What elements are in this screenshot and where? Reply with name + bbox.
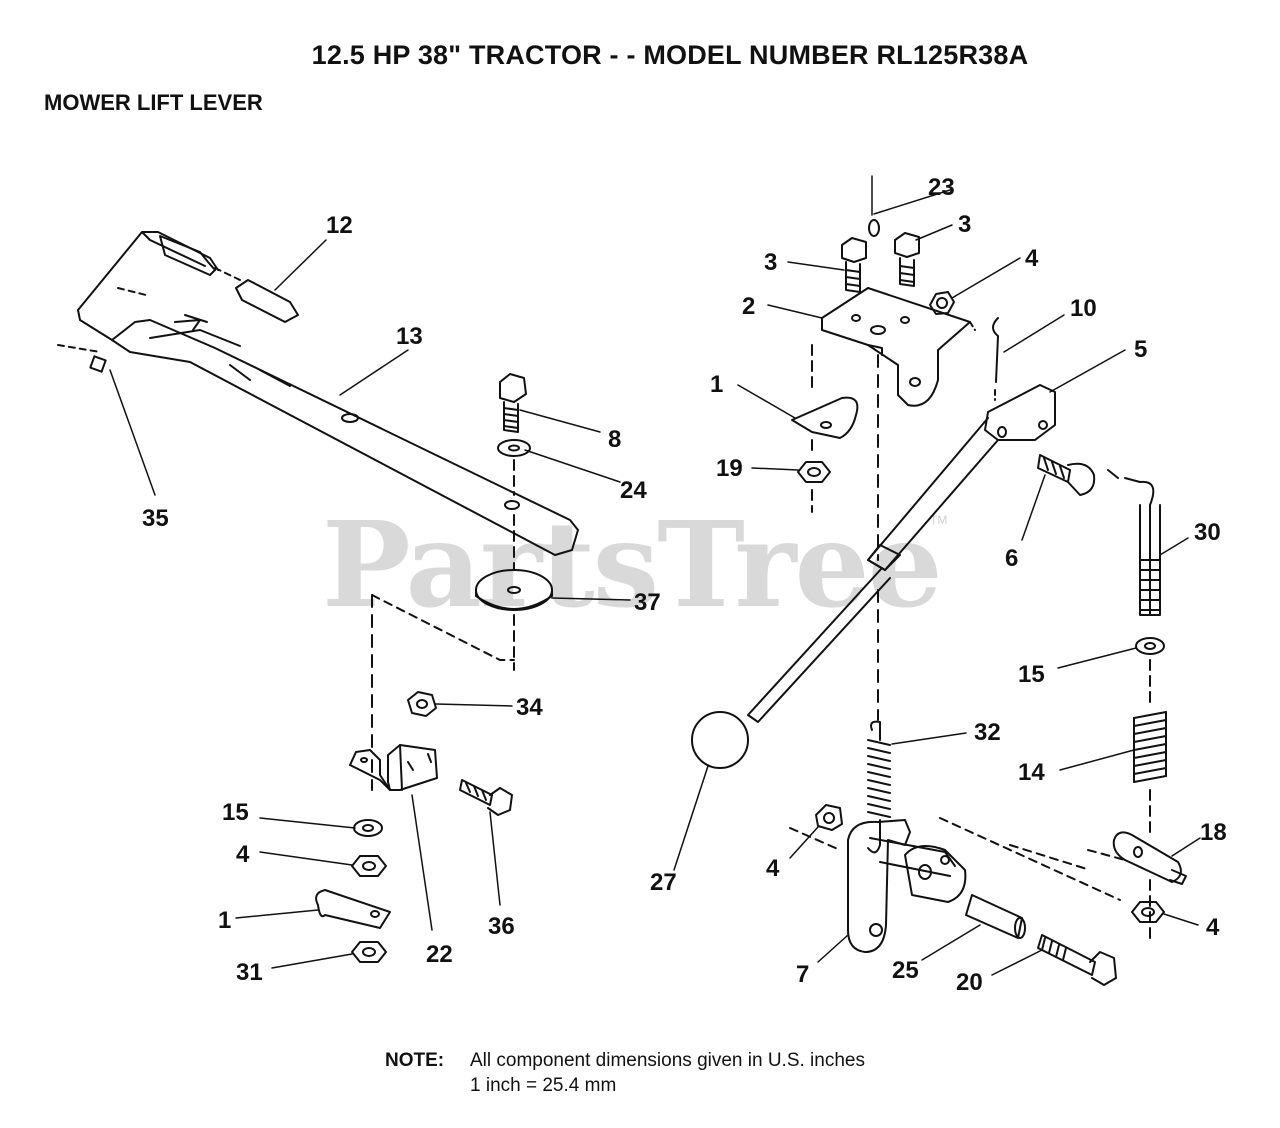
bolt-36 (459, 779, 513, 816)
part-label-35: 35 (142, 505, 169, 532)
watermark: PartsTree (322, 495, 943, 634)
part-label-22: 22 (426, 941, 453, 968)
part-label-20: 20 (956, 969, 983, 996)
bracket-22 (349, 744, 438, 791)
pivot-plate-7 (847, 819, 967, 953)
lift-lever-arm (77, 231, 579, 556)
part-label-15-right: 15 (1018, 661, 1045, 688)
part-label-4-top: 4 (1025, 245, 1039, 272)
bolt-6 (1037, 454, 1096, 496)
nut-4-top (929, 291, 955, 315)
part-label-19: 19 (716, 455, 743, 482)
part-label-1-left: 1 (218, 907, 231, 934)
part-label-18: 18 (1200, 819, 1227, 846)
bolt-20 (1037, 934, 1117, 986)
part-label-8: 8 (608, 426, 621, 453)
nut-4-left (351, 855, 387, 877)
lift-handle-5 (747, 384, 1056, 723)
nut-19 (797, 461, 831, 483)
sleeve-25 (965, 894, 1026, 939)
part-label-3-right: 3 (958, 211, 971, 238)
mount-bracket-2 (821, 287, 971, 407)
part-label-30: 30 (1194, 519, 1221, 546)
part-label-31: 31 (236, 959, 263, 986)
spring-14 (1133, 711, 1167, 783)
washer-15-left (353, 819, 383, 837)
part-label-14: 14 (1018, 759, 1045, 786)
clip-1-right (791, 396, 859, 439)
diagram-title: 12.5 HP 38" TRACTOR - - MODEL NUMBER RL1… (311, 40, 1029, 70)
part-label-27: 27 (650, 869, 677, 896)
nut-31 (351, 941, 387, 963)
part-label-4-middle: 4 (766, 855, 780, 882)
lever-grip (159, 235, 299, 323)
nut-34 (407, 691, 437, 717)
part-label-2: 2 (742, 293, 755, 320)
part-label-6: 6 (1005, 545, 1018, 572)
part-label-7: 7 (796, 961, 809, 988)
part-label-4-bottom-right: 4 (1206, 914, 1220, 941)
hook-rod-30 (1107, 469, 1161, 616)
note-label: NOTE: (385, 1050, 445, 1071)
diagram-subtitle: MOWER LIFT LEVER (44, 90, 263, 115)
washer-24 (497, 439, 531, 457)
pin-18 (1112, 831, 1187, 885)
bolt-8 (499, 373, 527, 433)
knob-27 (691, 711, 749, 769)
part-label-4-left: 4 (236, 841, 250, 868)
spring-32 (867, 720, 891, 854)
clip-1-left (315, 889, 391, 929)
washer-15-right (1135, 637, 1165, 655)
washer-37 (475, 569, 553, 611)
part-label-32: 32 (974, 719, 1001, 746)
part-label-5: 5 (1134, 336, 1147, 363)
part-label-12: 12 (326, 212, 353, 239)
clip-10 (992, 317, 999, 383)
note-line-1: All component dimensions given in U.S. i… (470, 1050, 865, 1071)
part-label-10: 10 (1070, 295, 1097, 322)
bolt-3-right (894, 232, 920, 287)
part-label-1-right: 1 (710, 371, 723, 398)
part-label-3-left: 3 (764, 249, 777, 276)
part-label-25: 25 (892, 957, 919, 984)
part-label-23: 23 (928, 174, 955, 201)
part-label-36: 36 (488, 913, 515, 940)
part-label-34: 34 (516, 694, 543, 721)
part-label-15-left: 15 (222, 799, 249, 826)
nut-4-bottom-right (1131, 901, 1165, 923)
pin-35 (89, 355, 107, 373)
nut-4-middle (815, 804, 843, 831)
part-label-13: 13 (396, 323, 423, 350)
part-label-37: 37 (634, 589, 661, 616)
watermark-trademark: TM (930, 513, 948, 527)
bolt-3-left (841, 237, 867, 293)
note-line-2: 1 inch = 25.4 mm (470, 1075, 617, 1096)
part-label-24: 24 (620, 477, 647, 504)
